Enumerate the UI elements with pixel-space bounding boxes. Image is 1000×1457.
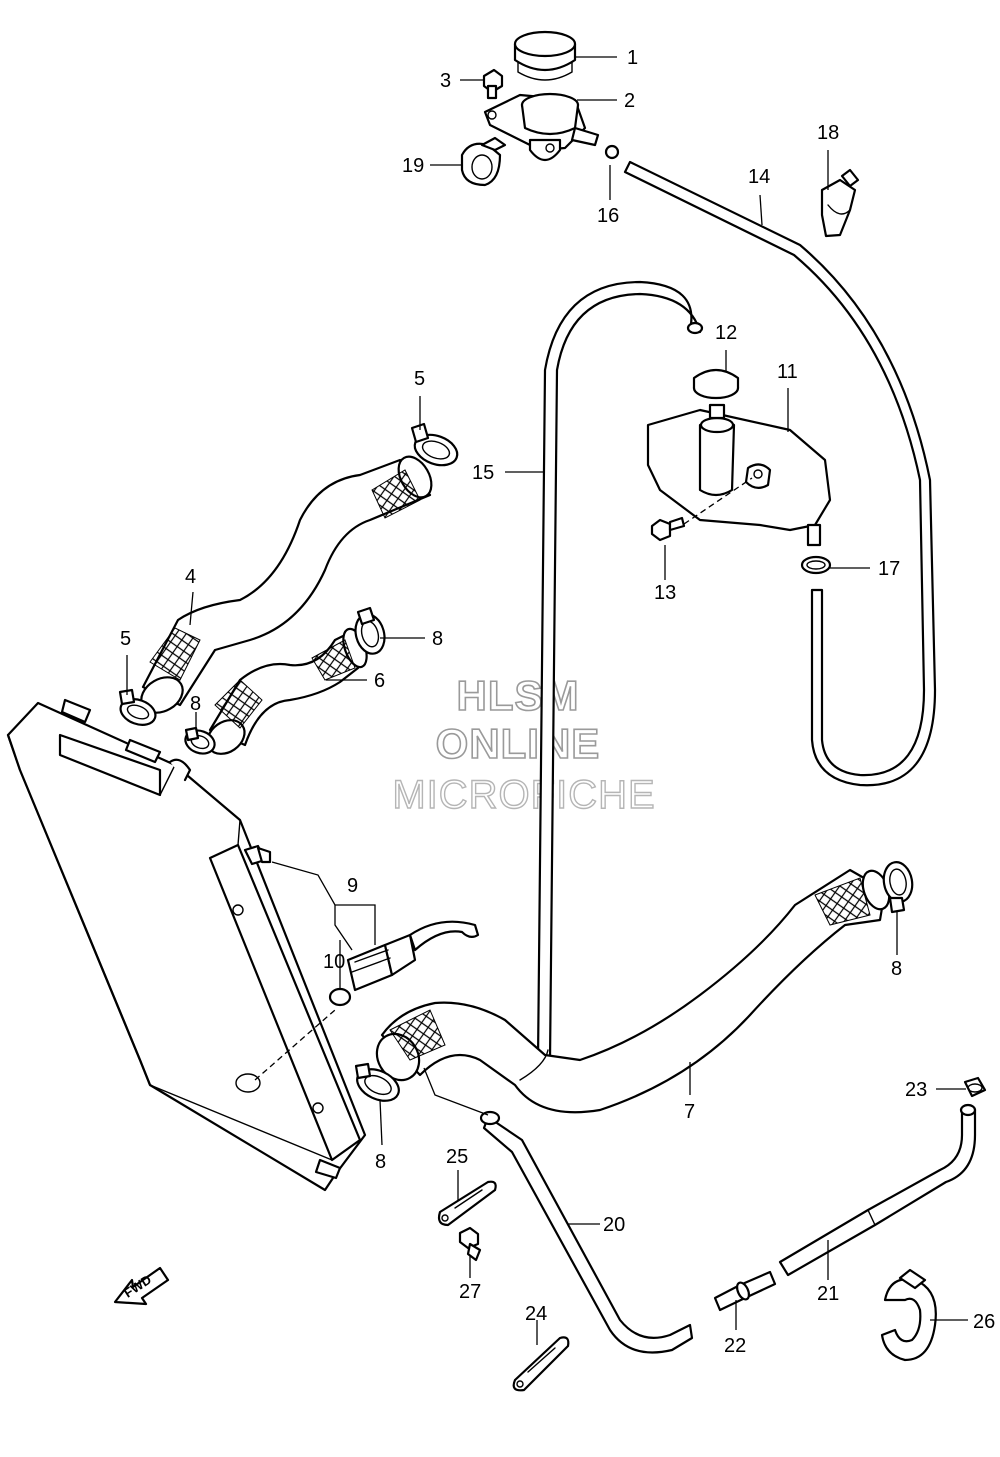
callout-24: 24	[525, 1303, 547, 1325]
hose-14[interactable]	[623, 160, 937, 787]
reservoir-tank[interactable]	[646, 403, 832, 547]
clamp-18[interactable]	[820, 168, 860, 238]
callout-3: 3	[440, 70, 451, 92]
callout-1: 1	[627, 47, 638, 69]
radiator-cap[interactable]	[513, 30, 577, 81]
clamp-19[interactable]	[460, 136, 507, 187]
callout-14: 14	[748, 166, 770, 188]
callout-6: 6	[374, 670, 385, 692]
hose-clamp-8-radiator[interactable]	[182, 726, 218, 758]
radiator-upper-neck	[168, 758, 192, 782]
hose-clamp-8-lower[interactable]	[352, 1062, 404, 1107]
radiator[interactable]	[6, 698, 367, 1192]
hose-6[interactable]	[201, 626, 371, 761]
callout-10: 10	[323, 951, 345, 973]
callout-4: 4	[185, 566, 196, 588]
callout-17: 17	[878, 558, 900, 580]
bolt-3[interactable]	[482, 68, 504, 100]
hose-clamp-8-hose6[interactable]	[351, 606, 388, 657]
leader-lines	[126, 56, 968, 1345]
pipe-20[interactable]	[482, 1115, 694, 1354]
thermo-switch[interactable]	[346, 920, 480, 992]
upper-hose-4[interactable]	[135, 451, 438, 720]
lower-hose-7[interactable]	[369, 867, 894, 1114]
fitting-22[interactable]	[713, 1270, 777, 1312]
callout-9: 9	[347, 875, 358, 897]
bracket-24[interactable]	[512, 1336, 570, 1392]
bolt-27[interactable]	[458, 1226, 482, 1262]
clamp-23[interactable]	[963, 1076, 987, 1098]
radiator-bolt[interactable]	[243, 844, 272, 866]
callout-11: 11	[777, 361, 798, 383]
callout-20: 20	[603, 1214, 625, 1236]
hose-clamp-5-upper[interactable]	[410, 422, 462, 471]
callout-18: 18	[817, 122, 839, 144]
forward-arrow-icon: FWD	[113, 1266, 170, 1306]
hose-15[interactable]	[536, 280, 702, 1062]
callout-16: 16	[597, 205, 619, 227]
callout-27: 27	[459, 1281, 481, 1303]
sensor-location-line	[254, 1009, 336, 1081]
clamp-26[interactable]	[880, 1268, 937, 1362]
bracket-25[interactable]	[437, 1180, 497, 1227]
callout-2: 2	[624, 90, 635, 112]
hose-21-joint	[867, 1209, 876, 1226]
callout-5-lower: 5	[120, 628, 131, 650]
hose-clamp-5-lower[interactable]	[117, 688, 159, 729]
callout-numbers: 1 2 3 19 16 14 18 5 12 11 15 13 17 4 8 6…	[120, 47, 995, 1357]
callout-5-upper: 5	[414, 368, 425, 390]
callout-25: 25	[446, 1146, 468, 1168]
watermark-line-3: MICROFICHE	[392, 773, 655, 817]
clamp-17[interactable]	[800, 555, 832, 575]
callout-22: 22	[724, 1335, 746, 1357]
callout-21: 21	[817, 1283, 839, 1305]
bolt-13-line	[683, 477, 753, 525]
watermark-line-2: ONLINE	[436, 720, 601, 767]
callout-8-hose6: 8	[432, 628, 443, 650]
hose-21[interactable]	[778, 1108, 977, 1277]
watermark-line-1: HLSM	[457, 672, 580, 719]
callout-12: 12	[715, 322, 737, 344]
bolt-13[interactable]	[650, 516, 686, 542]
gasket-10[interactable]	[328, 987, 352, 1007]
callout-8-radiator: 8	[190, 693, 201, 715]
callout-19: 19	[402, 155, 424, 177]
hose-15-end	[686, 321, 704, 335]
tank-cap[interactable]	[692, 368, 740, 400]
hose-clamp-8-right[interactable]	[881, 860, 916, 914]
callout-23: 23	[905, 1079, 927, 1101]
callout-8-right: 8	[891, 958, 902, 980]
callout-7: 7	[684, 1101, 695, 1123]
callout-26: 26	[973, 1311, 995, 1333]
hose-21-end	[959, 1103, 977, 1117]
filler-neck[interactable]	[483, 92, 600, 162]
watermark: HLSM ONLINE MICROFICHE	[392, 671, 656, 818]
callout-15: 15	[472, 462, 494, 484]
callout-8-lower: 8	[375, 1151, 386, 1173]
clip-16[interactable]	[604, 144, 620, 160]
pipe-20-end	[479, 1110, 501, 1126]
callout-13: 13	[654, 582, 676, 604]
